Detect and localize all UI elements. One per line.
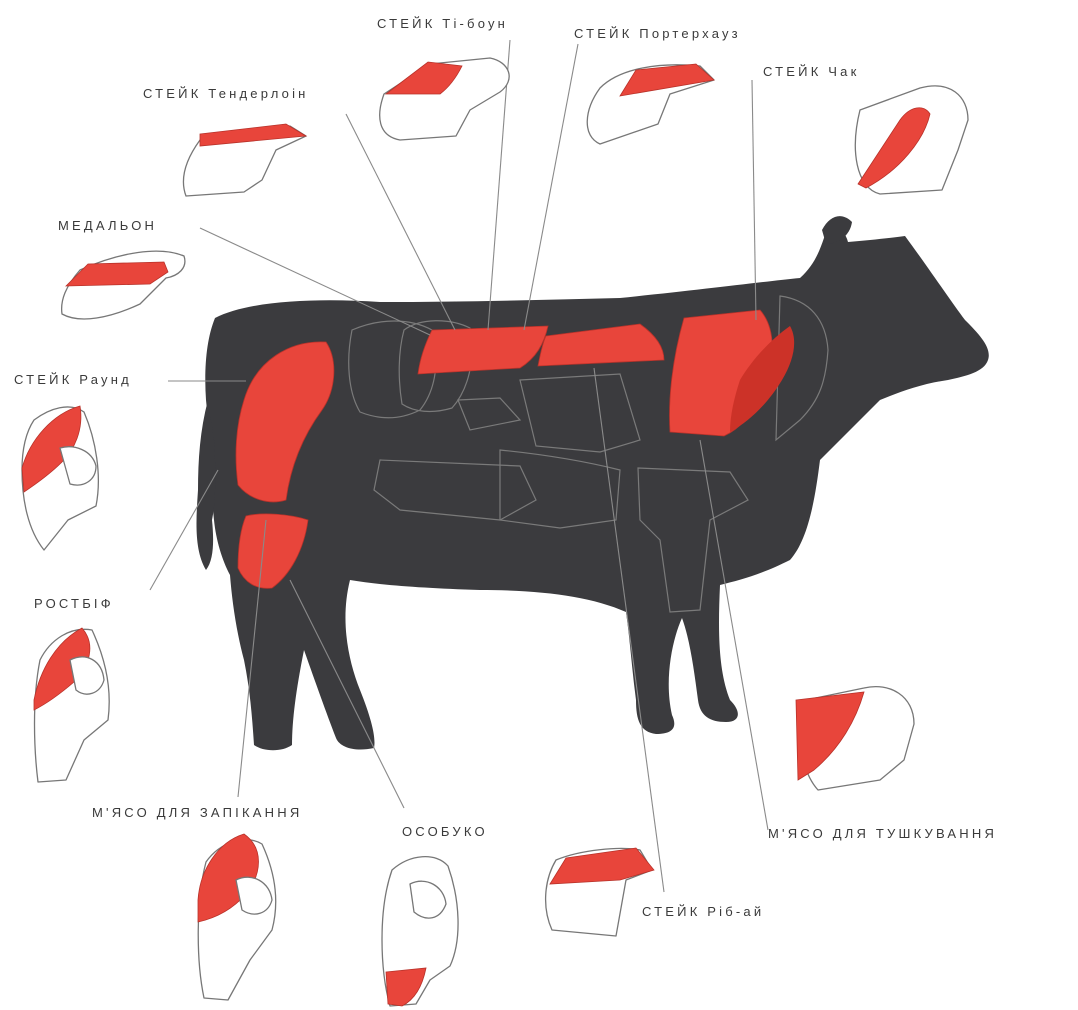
label-tbone: СТЕЙК Ті-боун <box>377 16 508 31</box>
label-tenderloin: СТЕЙК Тендерлоін <box>143 86 309 101</box>
roastbeef-sketch <box>34 628 109 782</box>
label-ribeye: СТЕЙК Ріб-ай <box>642 904 764 919</box>
tenderloin-sketch <box>183 124 306 196</box>
label-medallion: МЕДАЛЬОН <box>58 218 157 233</box>
label-porterhouse: СТЕЙК Портерхауз <box>574 26 741 41</box>
label-stewing: М'ЯСО ДЛЯ ТУШКУВАННЯ <box>768 826 997 841</box>
ossobuco-sketch <box>382 857 458 1006</box>
label-chuck: СТЕЙК Чак <box>763 64 859 79</box>
label-ossobuco: ОСОБУКО <box>402 824 488 839</box>
medallion-sketch <box>62 251 185 319</box>
label-roastbeef: РОСТБІФ <box>34 596 114 611</box>
cow-ear <box>822 216 852 244</box>
round-sketch <box>22 406 98 550</box>
baking-sketch <box>198 834 276 1000</box>
tbone-sketch <box>380 58 509 140</box>
cow-body <box>205 222 988 750</box>
label-baking: М'ЯСО ДЛЯ ЗАПІКАННЯ <box>92 805 302 820</box>
label-round: СТЕЙК Раунд <box>14 372 132 387</box>
porterhouse-sketch <box>587 64 714 144</box>
cow-silhouette <box>196 216 988 750</box>
ribeye-sketch <box>546 848 654 936</box>
stewing-sketch <box>796 687 914 790</box>
chuck-sketch <box>855 86 968 194</box>
